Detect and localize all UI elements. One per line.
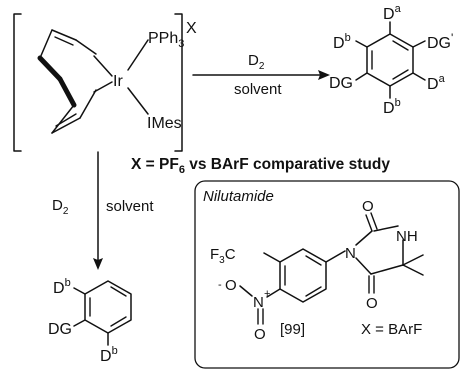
study-heading: X = PF6 vs BArF comparative study xyxy=(131,156,390,176)
imes-label: IMes xyxy=(147,115,182,132)
nh-label: NH xyxy=(396,228,418,245)
carbonyl-o-bottom: O xyxy=(366,295,378,312)
x-bArF-label: X = BArF xyxy=(361,321,422,338)
top-d-b-upper-label: Db xyxy=(333,32,351,52)
top-reaction-arrow: D2 solvent xyxy=(192,52,330,98)
nilutamide-box: Nilutamide F3C N + - O O N O O xyxy=(194,180,460,369)
top-d-a-lower-label: Da xyxy=(427,73,446,93)
bottom-condition: solvent xyxy=(106,198,154,215)
pph3-label: PPh3 xyxy=(148,30,184,50)
nitro-plus: + xyxy=(264,288,270,300)
top-d-b-bottom-label: Db xyxy=(383,97,401,117)
nitro-o-label: O xyxy=(225,277,237,294)
product-bottom: Db DG Db xyxy=(48,277,132,365)
counterion-label: X xyxy=(186,20,197,37)
product-top: Da Db DG' DG Da Db xyxy=(329,3,453,117)
top-dg-label: DG xyxy=(329,75,353,92)
bottom-reagent: D2 xyxy=(52,197,69,217)
bottom-reaction-arrow: D2 solvent xyxy=(52,151,154,270)
nitro-o2-label: O xyxy=(254,326,266,343)
iridium-label: Ir xyxy=(113,73,123,90)
cf3-label: F3C xyxy=(210,246,236,266)
catalyst-complex: X Ir PPh3 IMes xyxy=(13,13,197,152)
left-bracket xyxy=(13,13,22,152)
bottom-dg-label: DG xyxy=(48,321,72,338)
bottom-d-b-label: Db xyxy=(100,345,118,365)
nilutamide-title: Nilutamide xyxy=(203,188,274,205)
top-reagent: D2 xyxy=(248,52,265,72)
top-condition: solvent xyxy=(234,81,282,98)
cod-ligand xyxy=(37,29,97,134)
bottom-d-b-top-label: Db xyxy=(53,277,71,297)
top-d-a-label: Da xyxy=(383,3,402,23)
hydantoin-n-label: N xyxy=(345,245,356,262)
right-bracket xyxy=(174,13,183,152)
carbonyl-o-top: O xyxy=(362,198,374,215)
nitro-minus: - xyxy=(218,279,222,291)
top-dg-prime-label: DG' xyxy=(427,31,453,52)
reference-label: [99] xyxy=(280,321,305,338)
nitro-n-label: N xyxy=(253,294,264,311)
